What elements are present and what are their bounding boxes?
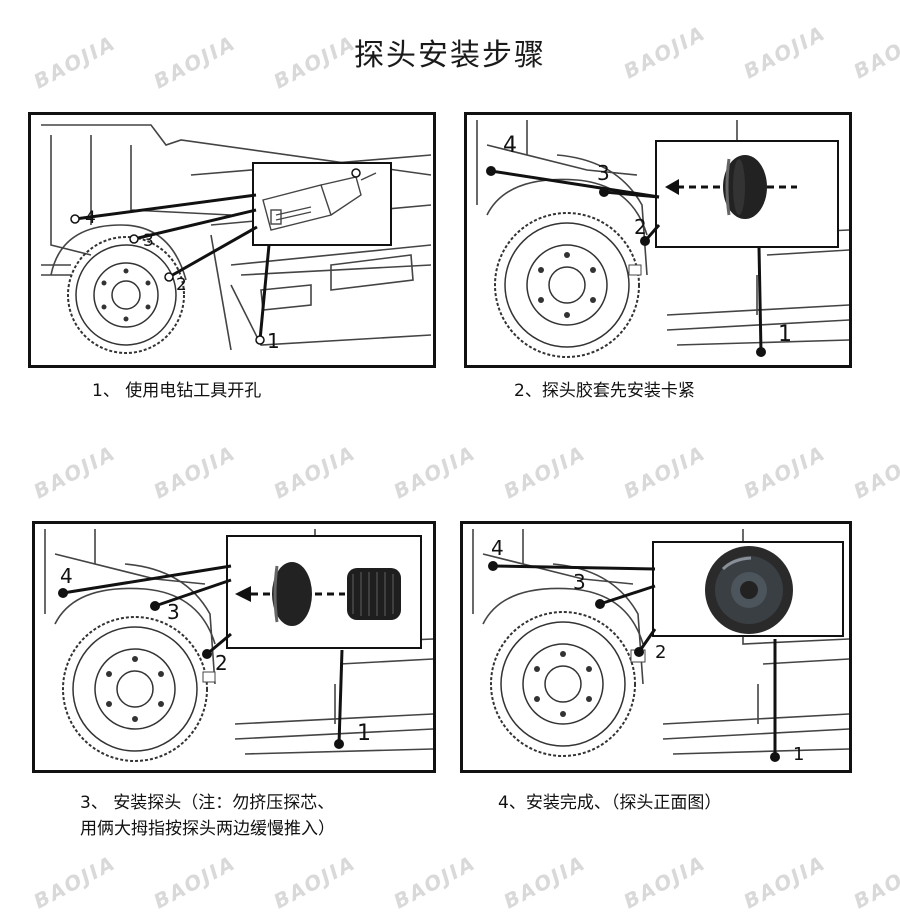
step-4-caption: 4、安装完成、（探头正面图）	[498, 790, 721, 816]
caption-line: 3、 安装探头（注：勿挤压探芯、	[80, 793, 335, 813]
marker-4: 4	[60, 564, 73, 588]
marker-2: 2	[634, 215, 647, 239]
watermark-text: BAOJIA	[29, 440, 120, 504]
step-3-illustration: 4 3 2 1	[32, 521, 436, 773]
marker-3: 3	[573, 570, 586, 594]
watermark-text: BAOJIA	[499, 440, 590, 504]
watermark-text: BAOJIA	[849, 850, 900, 914]
marker-4: 4	[85, 208, 96, 228]
marker-1: 1	[267, 329, 280, 353]
marker-4: 4	[491, 536, 504, 560]
watermark-text: BAOJIA	[739, 440, 830, 504]
step-3-caption: 3、 安装探头（注：勿挤压探芯、 用俩大拇指按探头两边缓慢推入）	[80, 790, 335, 842]
caption-line: 1、 使用电钻工具开孔	[92, 381, 262, 401]
marker-1: 1	[793, 744, 805, 765]
step-2-caption: 2、探头胶套先安装卡紧	[514, 378, 695, 404]
watermark-text: BAOJIA	[29, 850, 120, 914]
marker-3: 3	[143, 231, 154, 251]
watermark-text: BAOJIA	[149, 850, 240, 914]
watermark-text: BAOJIA	[149, 440, 240, 504]
marker-4: 4	[503, 133, 517, 158]
marker-1: 1	[778, 322, 792, 347]
caption-line: 用俩大拇指按探头两边缓慢推入）	[80, 819, 335, 839]
step-2-illustration: 4 3 2 1	[464, 112, 852, 368]
step-4-illustration: 4 3 2 1	[460, 521, 852, 773]
page-title: 探头安装步骤	[354, 38, 546, 73]
caption-line: 4、安装完成、（探头正面图）	[498, 793, 722, 813]
watermark-text: BAOJIA	[499, 850, 590, 914]
watermark-text: BAOJIA	[619, 440, 710, 504]
marker-1: 1	[357, 721, 371, 746]
watermark-text: BAOJIA	[269, 850, 360, 914]
watermark-text: BAOJIA	[389, 850, 480, 914]
watermark-text: BAOJIA	[739, 850, 830, 914]
marker-3: 3	[597, 161, 610, 185]
step-1-illustration: 4 3 2 1	[28, 112, 436, 368]
watermark-text: BAOJIA	[849, 440, 900, 504]
watermark-text: BAOJIA	[619, 850, 710, 914]
marker-2: 2	[655, 642, 667, 663]
watermark-text: BAOJIA	[389, 440, 480, 504]
watermark-text: BAOJIA	[269, 440, 360, 504]
marker-2: 2	[176, 275, 187, 295]
step-1-caption: 1、 使用电钻工具开孔	[92, 378, 261, 404]
marker-3: 3	[167, 600, 180, 624]
marker-2: 2	[215, 651, 228, 675]
caption-line: 2、探头胶套先安装卡紧	[514, 381, 695, 401]
